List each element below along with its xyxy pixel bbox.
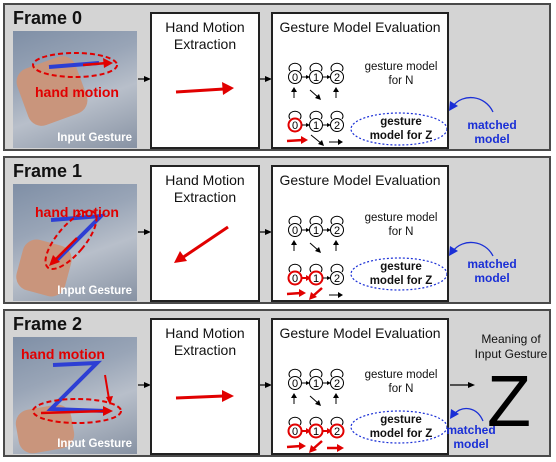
extracted-motion-arrow — [175, 390, 234, 402]
recognized-gesture: Z — [487, 362, 531, 442]
gesture-model-z-label: gesture model for Z — [369, 116, 433, 142]
gesture-trace-overlay — [44, 209, 107, 271]
matched-pointer — [449, 97, 494, 113]
evaluation-title: Gesture Model Evaluation — [279, 172, 441, 188]
gesture-model-z: 0 1 2 — [286, 263, 344, 300]
frame-panel-2: Frame 2 hand motion Input Gesture Hand M… — [3, 309, 551, 457]
matched-model-label: matched model — [467, 257, 517, 285]
hand-motion-extraction-box: Hand Motion Extraction — [150, 165, 260, 302]
gesture-trace — [50, 213, 107, 264]
frame-title: Frame 0 — [13, 8, 83, 28]
extraction-title: Hand Motion Extraction — [165, 172, 245, 205]
photo-caption: Input Gesture — [57, 132, 132, 144]
state-node-0 — [288, 70, 302, 84]
gesture-trace-overlay — [32, 360, 122, 424]
hand-motion-label: hand motion — [35, 84, 119, 100]
photo-caption: Input Gesture — [57, 438, 132, 450]
svg-text:1: 1 — [313, 120, 319, 132]
svg-text:0: 0 — [292, 426, 298, 438]
svg-text:2: 2 — [334, 273, 340, 285]
svg-text:2: 2 — [334, 120, 340, 132]
svg-text:1: 1 — [313, 225, 319, 237]
svg-text:1: 1 — [313, 273, 319, 285]
extracted-motion-arrow — [174, 225, 229, 263]
gesture-trace-overlay — [32, 52, 118, 78]
svg-text:0: 0 — [292, 72, 298, 84]
svg-text:1: 1 — [313, 378, 319, 390]
hand-motion-ellipse — [32, 398, 122, 424]
flow-arrows — [138, 76, 272, 82]
matched-pointer — [449, 241, 494, 257]
hand-motion-ellipse — [32, 52, 118, 78]
matched-ellipse — [350, 410, 447, 444]
photo-caption: Input Gesture — [57, 285, 132, 297]
gesture-model-n-label: gesture model for N — [364, 369, 438, 395]
svg-text:0: 0 — [292, 378, 298, 390]
hand-motion-arrow — [82, 61, 108, 67]
gesture-model-n: 0 1 2 — [288, 215, 344, 253]
extraction-title: Hand Motion Extraction — [165, 19, 245, 52]
svg-text:0: 0 — [292, 120, 298, 132]
svg-text:2: 2 — [334, 72, 340, 84]
flow-arrows — [138, 382, 475, 388]
gesture-model-evaluation-box: Gesture Model Evaluation 0 1 2 — [271, 165, 449, 302]
hand-motion-extraction-box: Hand Motion Extraction — [150, 12, 260, 149]
gesture-model-evaluation-box: Gesture Model Evaluation 0 1 2 — [271, 12, 449, 149]
state-models: 0 1 2 0 1 2 — [286, 368, 447, 453]
svg-text:2: 2 — [334, 378, 340, 390]
svg-text:2: 2 — [334, 225, 340, 237]
matched-ellipse — [350, 112, 447, 146]
svg-text:0: 0 — [292, 225, 298, 237]
flow-arrows — [138, 229, 272, 235]
gesture-model-evaluation-box: Gesture Model Evaluation 0 1 2 — [271, 318, 449, 455]
state-models: 0 1 2 0 1 2 — [286, 215, 447, 300]
matched-model-label: matched model — [446, 423, 496, 451]
gesture-model-n: 0 1 2 — [288, 368, 344, 406]
frame-title: Frame 2 — [13, 314, 83, 334]
gesture-trace — [46, 360, 106, 413]
hand-motion-label: hand motion — [21, 346, 105, 362]
gesture-model-z-label: gesture model for Z — [369, 414, 433, 440]
input-gesture-photo: hand motion Input Gesture — [13, 337, 137, 454]
frame-title: Frame 1 — [13, 161, 83, 181]
hand-motion-arrow — [54, 237, 78, 261]
hand-motion-extraction-box: Hand Motion Extraction — [150, 318, 260, 455]
input-gesture-photo: hand motion Input Gesture — [13, 184, 137, 301]
evaluation-title: Gesture Model Evaluation — [279, 19, 441, 35]
hand-motion-label: hand motion — [35, 204, 119, 220]
gesture-model-n-label: gesture model for N — [364, 212, 438, 238]
evaluation-title: Gesture Model Evaluation — [279, 325, 441, 341]
gesture-model-z: 0 1 2 — [286, 110, 344, 146]
svg-text:2: 2 — [334, 426, 340, 438]
hand-motion-arrow — [40, 409, 106, 415]
extracted-motion-arrow — [175, 82, 234, 95]
gesture-model-n: 0 1 2 — [288, 62, 344, 100]
meaning-label: Meaning of Input Gesture — [474, 332, 548, 361]
frame-panel-1: Frame 1 hand motion Input Gesture Hand M… — [3, 156, 551, 304]
frame-panel-0: Frame 0 hand motion Input Gesture Hand M… — [3, 3, 551, 151]
svg-text:0: 0 — [292, 273, 298, 285]
svg-text:1: 1 — [313, 72, 319, 84]
gesture-model-z: 0 1 2 — [286, 416, 345, 453]
input-gesture-photo: hand motion Input Gesture — [13, 31, 137, 148]
matched-pointer — [450, 407, 484, 422]
matched-ellipse — [350, 257, 447, 291]
state-models: 0 1 2 0 1 2 — [286, 62, 447, 146]
extraction-title: Hand Motion Extraction — [165, 325, 245, 358]
svg-text:1: 1 — [313, 426, 319, 438]
gesture-model-n-label: gesture model for N — [364, 61, 438, 87]
matched-model-label: matched model — [467, 118, 517, 146]
hand-motion-ellipse — [44, 209, 98, 271]
gesture-model-z-label: gesture model for Z — [369, 261, 433, 287]
